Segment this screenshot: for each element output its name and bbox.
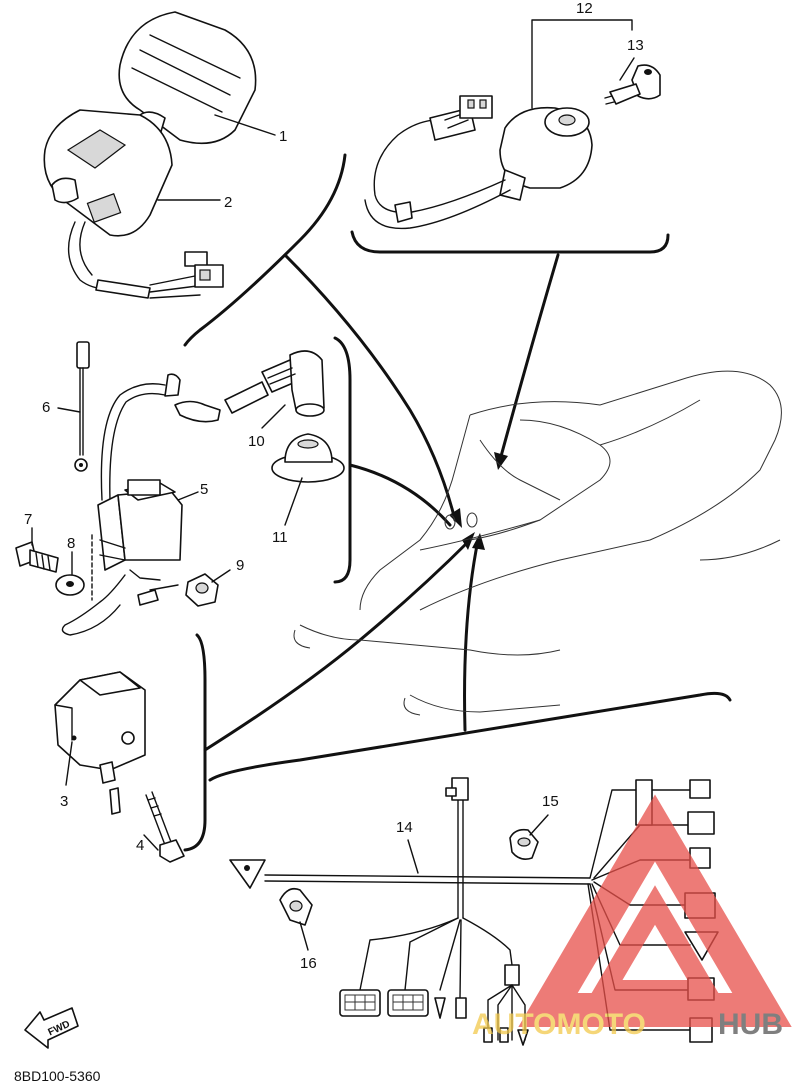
watermark-logo: AUTOMOTO HUB — [472, 794, 792, 1041]
watermark-text-hub: HUB — [718, 1008, 783, 1041]
part-5-ignition-coil — [61, 373, 183, 636]
section-borders — [183, 153, 732, 852]
snowmobile-outline — [293, 370, 782, 716]
callout-11: 11 — [272, 529, 288, 546]
part-12-main-switch — [364, 95, 593, 230]
part-9-nut — [137, 573, 219, 607]
callout-3: 3 — [60, 793, 68, 810]
part-7-bolt — [15, 541, 59, 573]
part-16-clamp — [279, 887, 313, 926]
part-6-ground-lead — [74, 341, 90, 472]
callout-4: 4 — [136, 837, 144, 854]
callout-10: 10 — [248, 433, 265, 450]
callout-2: 2 — [224, 194, 232, 211]
part-13-key — [604, 64, 661, 105]
part-8-washer — [55, 574, 85, 596]
callout-6: 6 — [42, 399, 50, 416]
leader-lines — [31, 19, 635, 951]
part-2-switch-housing — [43, 109, 224, 299]
callout-16: 16 — [300, 955, 317, 972]
watermark-text-automoto: AUTOMOTO — [472, 1008, 646, 1041]
callout-14: 14 — [396, 819, 413, 836]
part-10-plug-cap — [174, 350, 325, 423]
part-11-boot — [271, 433, 345, 483]
callout-5: 5 — [200, 481, 208, 498]
callout-labels: 1 2 12 13 6 5 10 11 7 8 9 3 4 14 15 16 — [24, 0, 644, 972]
part-4-bolt — [145, 791, 185, 863]
callout-1: 1 — [279, 128, 287, 145]
document-number: 8BD100-5360 — [14, 1068, 101, 1084]
callout-7: 7 — [24, 511, 32, 528]
pointer-lines — [203, 253, 560, 752]
callout-9: 9 — [236, 557, 244, 574]
fwd-arrow: FWD — [24, 1007, 79, 1049]
callout-12: 12 — [576, 0, 593, 17]
callout-13: 13 — [627, 37, 644, 54]
part-15-grommet — [509, 828, 539, 860]
callout-15: 15 — [542, 793, 559, 810]
watermark-triangle-icon — [518, 794, 792, 1027]
callout-8: 8 — [67, 535, 75, 552]
part-3-cdi-unit — [54, 671, 146, 815]
